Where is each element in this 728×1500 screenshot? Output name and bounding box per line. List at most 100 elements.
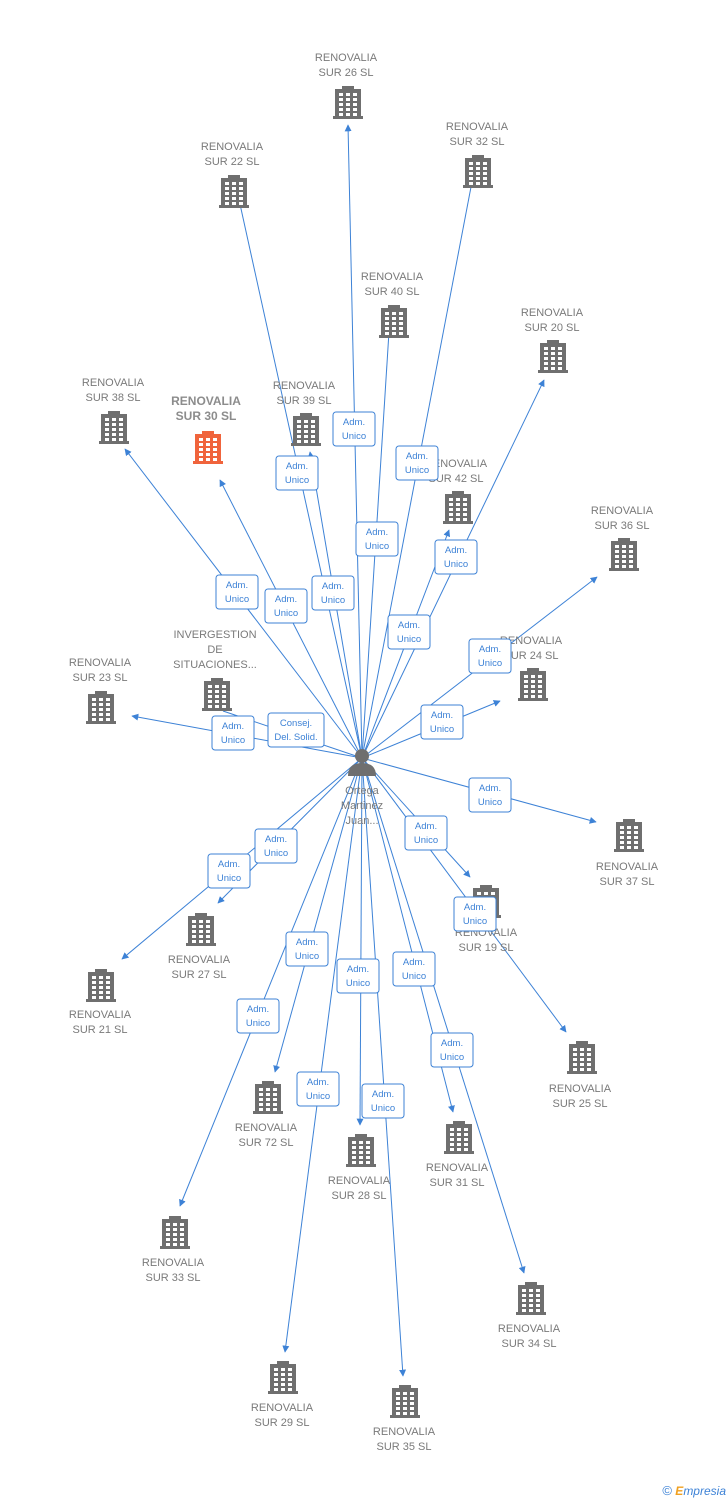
- company-label[interactable]: SUR 22 SL: [204, 156, 259, 168]
- company-label[interactable]: RENOVALIA: [446, 121, 509, 133]
- building-icon[interactable]: [86, 691, 116, 724]
- company-label[interactable]: RENOVALIA: [168, 954, 231, 966]
- company-label[interactable]: SUR 29 SL: [254, 1417, 309, 1429]
- company-label[interactable]: SUR 42 SL: [428, 473, 483, 485]
- building-icon[interactable]: [463, 155, 493, 188]
- building-icon[interactable]: [346, 1134, 376, 1167]
- company-label[interactable]: RENOVALIA: [426, 1162, 489, 1174]
- building-icon[interactable]: [379, 305, 409, 338]
- building-icon[interactable]: [444, 1121, 474, 1154]
- company-label[interactable]: SUR 25 SL: [552, 1098, 607, 1110]
- building-icon[interactable]: [268, 1361, 298, 1394]
- building-icon[interactable]: [614, 819, 644, 852]
- company-node-sur23[interactable]: RENOVALIA SUR 23 SL: [69, 657, 132, 724]
- company-node-sur27[interactable]: RENOVALIA SUR 27 SL: [168, 913, 231, 981]
- company-node-sur40[interactable]: RENOVALIA SUR 40 SL: [361, 271, 424, 338]
- company-node-sur42[interactable]: RENOVALIA SUR 42 SL: [425, 458, 488, 524]
- building-icon[interactable]: [538, 340, 568, 373]
- company-label[interactable]: SITUACIONES...: [173, 659, 257, 671]
- person-label[interactable]: Martinez: [341, 800, 383, 812]
- company-label[interactable]: SUR 32 SL: [449, 136, 504, 148]
- company-node-sur29[interactable]: RENOVALIA SUR 29 SL: [251, 1361, 314, 1429]
- building-icon[interactable]: [160, 1216, 190, 1249]
- building-icon[interactable]: [186, 913, 216, 946]
- building-icon[interactable]: [219, 175, 249, 208]
- company-label[interactable]: DE: [207, 644, 222, 656]
- building-icon[interactable]: [567, 1041, 597, 1074]
- company-node-sur20[interactable]: RENOVALIA SUR 20 SL: [521, 307, 584, 373]
- building-icon[interactable]: [253, 1081, 283, 1114]
- company-label[interactable]: SUR 34 SL: [501, 1338, 556, 1350]
- company-label[interactable]: RENOVALIA: [596, 861, 659, 873]
- building-icon[interactable]: [516, 1282, 546, 1315]
- company-label[interactable]: SUR 26 SL: [318, 67, 373, 79]
- building-icon[interactable]: [390, 1385, 420, 1418]
- company-node-sur21[interactable]: RENOVALIA SUR 21 SL: [69, 969, 132, 1036]
- company-label[interactable]: SUR 28 SL: [331, 1190, 386, 1202]
- building-icon[interactable]: [333, 86, 363, 119]
- building-icon[interactable]: [202, 678, 232, 711]
- company-node-sur72[interactable]: RENOVALIA SUR 72 SL: [235, 1081, 298, 1149]
- company-label[interactable]: SUR 36 SL: [594, 520, 649, 532]
- company-label[interactable]: RENOVALIA: [235, 1122, 298, 1134]
- company-node-sur26[interactable]: RENOVALIA SUR 26 SL: [315, 52, 378, 119]
- company-label[interactable]: SUR 40 SL: [364, 286, 419, 298]
- company-label[interactable]: RENOVALIA: [373, 1426, 436, 1438]
- company-label[interactable]: RENOVALIA: [498, 1323, 561, 1335]
- building-icon[interactable]: [86, 969, 116, 1002]
- company-node-sur37[interactable]: RENOVALIA SUR 37 SL: [596, 819, 659, 888]
- company-node-sur25[interactable]: RENOVALIA SUR 25 SL: [549, 1041, 612, 1110]
- company-label[interactable]: RENOVALIA: [142, 1257, 205, 1269]
- company-label[interactable]: SUR 23 SL: [72, 672, 127, 684]
- company-label[interactable]: INVERGESTION: [173, 629, 256, 641]
- company-node-sur35[interactable]: RENOVALIA SUR 35 SL: [373, 1385, 436, 1453]
- company-label[interactable]: RENOVALIA: [591, 505, 654, 517]
- company-label[interactable]: SUR 39 SL: [276, 395, 331, 407]
- company-label[interactable]: RENOVALIA: [171, 394, 241, 408]
- company-label[interactable]: RENOVALIA: [425, 458, 488, 470]
- building-icon[interactable]: [518, 668, 548, 701]
- building-icon[interactable]: [193, 431, 223, 464]
- building-icon[interactable]: [291, 413, 321, 446]
- company-label[interactable]: RENOVALIA: [328, 1175, 391, 1187]
- company-label[interactable]: RENOVALIA: [251, 1402, 314, 1414]
- person-label[interactable]: Ortega: [345, 785, 380, 797]
- person-icon[interactable]: [348, 749, 376, 776]
- company-label[interactable]: SUR 30 SL: [176, 409, 237, 423]
- company-label[interactable]: RENOVALIA: [521, 307, 584, 319]
- company-label[interactable]: SUR 27 SL: [171, 969, 226, 981]
- company-label[interactable]: RENOVALIA: [361, 271, 424, 283]
- company-label[interactable]: SUR 38 SL: [85, 392, 140, 404]
- company-label[interactable]: RENOVALIA: [201, 141, 264, 153]
- person-label[interactable]: Juan...: [345, 815, 378, 827]
- company-label[interactable]: SUR 31 SL: [429, 1177, 484, 1189]
- company-label[interactable]: RENOVALIA: [69, 1009, 132, 1021]
- person-node[interactable]: OrtegaMartinezJuan...: [341, 749, 383, 827]
- building-icon[interactable]: [99, 411, 129, 444]
- company-label[interactable]: RENOVALIA: [273, 380, 336, 392]
- company-label[interactable]: RENOVALIA: [549, 1083, 612, 1095]
- company-label[interactable]: SUR 20 SL: [524, 322, 579, 334]
- company-node-sur24[interactable]: RENOVALIA SUR 24 SL: [500, 635, 563, 701]
- company-label[interactable]: SUR 19 SL: [458, 942, 513, 954]
- company-label[interactable]: RENOVALIA: [315, 52, 378, 64]
- building-icon[interactable]: [443, 491, 473, 524]
- company-label[interactable]: RENOVALIA: [500, 635, 563, 647]
- company-node-sur22[interactable]: RENOVALIA SUR 22 SL: [201, 141, 264, 208]
- company-label[interactable]: RENOVALIA: [69, 657, 132, 669]
- company-node-sur38[interactable]: RENOVALIA SUR 38 SL: [82, 377, 145, 444]
- company-label[interactable]: SUR 72 SL: [238, 1137, 293, 1149]
- company-node-sur32[interactable]: RENOVALIA SUR 32 SL: [446, 121, 509, 188]
- company-label[interactable]: SUR 35 SL: [376, 1441, 431, 1453]
- company-label[interactable]: RENOVALIA: [82, 377, 145, 389]
- company-node-sur33[interactable]: RENOVALIA SUR 33 SL: [142, 1216, 205, 1284]
- company-node-sur31[interactable]: RENOVALIA SUR 31 SL: [426, 1121, 489, 1189]
- company-node-sur34[interactable]: RENOVALIA SUR 34 SL: [498, 1282, 561, 1350]
- company-label[interactable]: SUR 21 SL: [72, 1024, 127, 1036]
- company-label[interactable]: SUR 24 SL: [503, 650, 558, 662]
- company-label[interactable]: SUR 33 SL: [145, 1272, 200, 1284]
- building-icon[interactable]: [609, 538, 639, 571]
- company-label[interactable]: SUR 37 SL: [599, 876, 654, 888]
- company-node-sur39[interactable]: RENOVALIA SUR 39 SL: [273, 380, 336, 446]
